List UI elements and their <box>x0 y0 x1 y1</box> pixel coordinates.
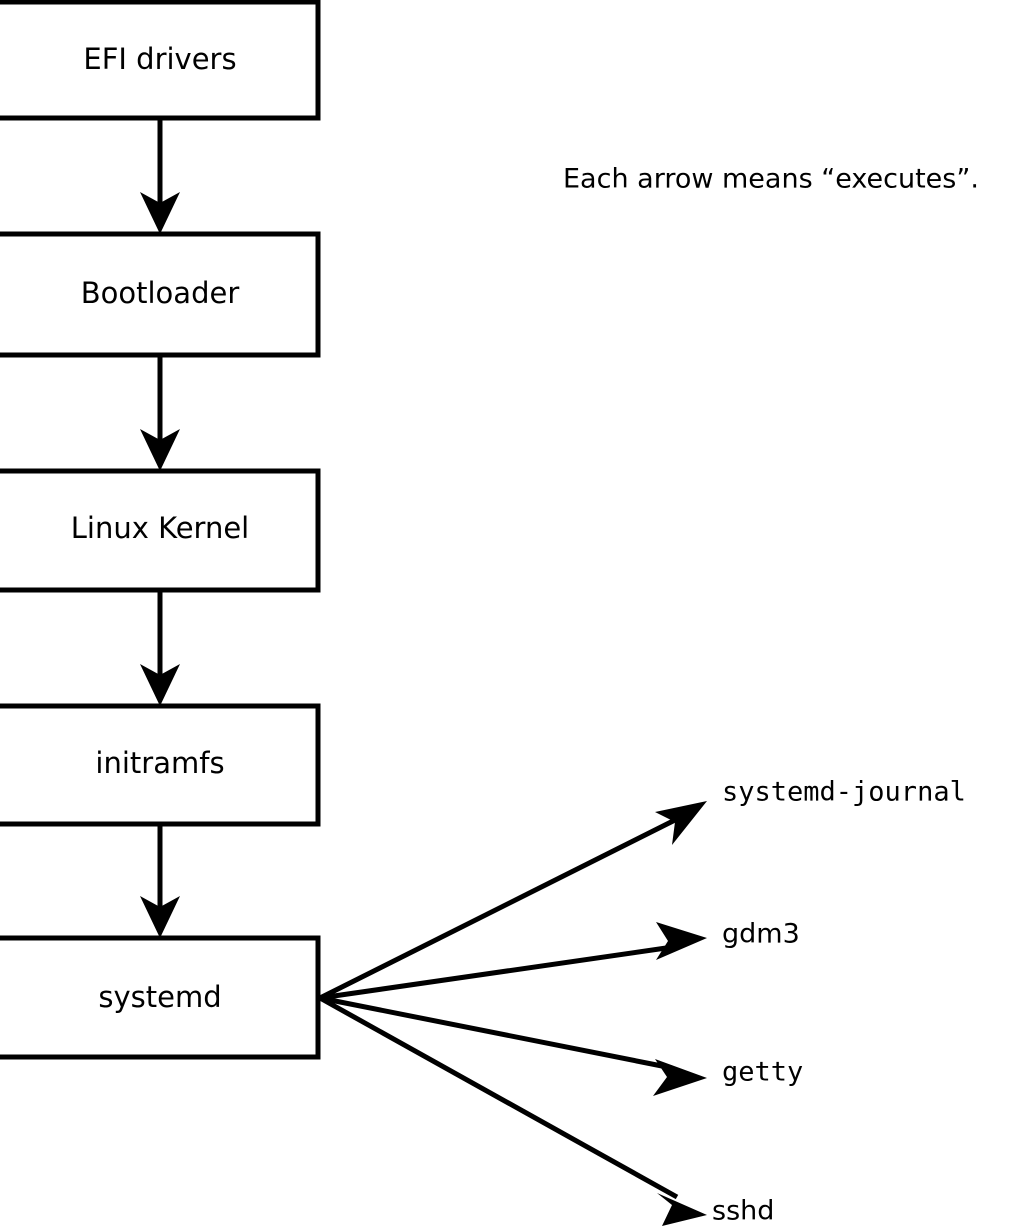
service-label-getty: getty <box>722 1057 803 1088</box>
connector-initramfs-to-systemd <box>140 824 180 938</box>
process-box-efi-drivers[interactable]: EFI drivers <box>0 0 321 121</box>
connector-efi-to-bootloader <box>140 118 180 234</box>
process-box-label-systemd: systemd <box>98 980 221 1014</box>
process-box-label-bootloader: Bootloader <box>81 276 240 310</box>
process-box-label-linux-kernel: Linux Kernel <box>71 511 249 545</box>
legend-annotation-text: Each arrow means “executes”. <box>563 164 979 195</box>
process-box-label-initramfs: initramfs <box>95 746 224 780</box>
service-label-gdm3: gdm3 <box>722 919 800 950</box>
arrow-systemd-to-sshd <box>318 995 707 1226</box>
service-label-systemd-journal: systemd-journal <box>722 777 966 808</box>
process-box-systemd[interactable]: systemd <box>0 935 321 1060</box>
process-box-initramfs[interactable]: initramfs <box>0 703 321 827</box>
arrow-systemd-to-gdm3 <box>319 922 707 1001</box>
arrow-systemd-to-systemd-journal <box>318 801 707 1001</box>
chain-connectors <box>140 118 180 938</box>
process-box-linux-kernel[interactable]: Linux Kernel <box>0 468 321 593</box>
connector-kernel-to-initramfs <box>140 590 180 706</box>
service-label-sshd: sshd <box>712 1196 774 1227</box>
process-box-label-efi-drivers: EFI drivers <box>83 42 236 76</box>
process-box-bootloader[interactable]: Bootloader <box>0 231 321 358</box>
connector-bootloader-to-kernel <box>140 355 180 471</box>
systemd-fanout-arrows <box>318 801 707 1226</box>
arrow-systemd-to-getty <box>319 995 707 1096</box>
